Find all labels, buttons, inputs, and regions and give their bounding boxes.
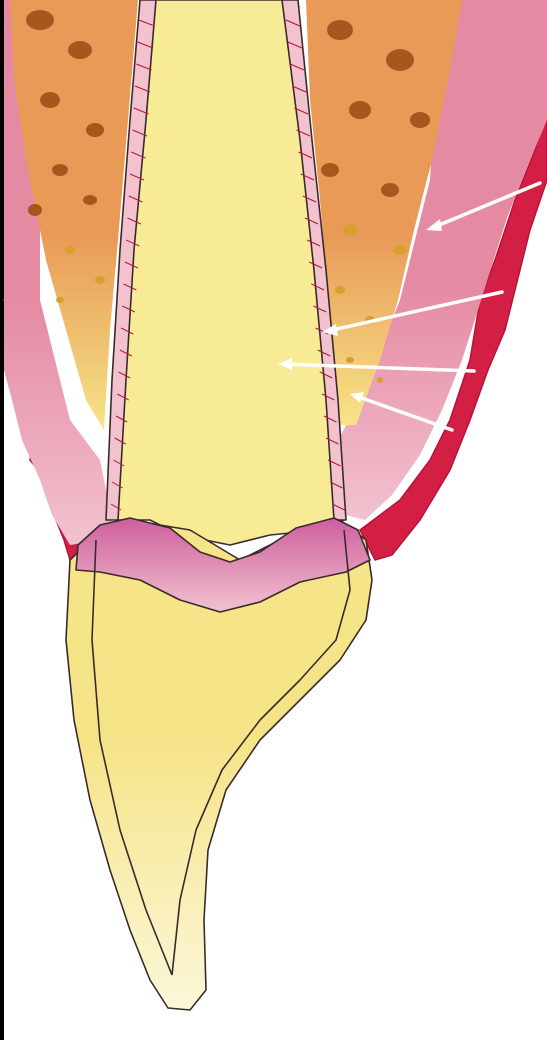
bone-spot	[343, 224, 357, 236]
bone-spot	[86, 123, 104, 137]
bone-spot	[335, 286, 345, 294]
bone-spot	[26, 10, 54, 30]
bone-spot	[83, 195, 97, 205]
bone-spot	[349, 101, 371, 119]
bone-spot	[52, 164, 68, 176]
bone-spot	[56, 297, 64, 303]
bone-spot	[65, 246, 75, 254]
left-border	[0, 0, 4, 1040]
bone-spot	[393, 245, 407, 255]
bone-spot	[40, 92, 60, 108]
bone-spot	[321, 163, 339, 177]
bone-spot	[386, 49, 414, 71]
bone-spot	[68, 41, 92, 59]
bone-spot	[95, 276, 105, 284]
bone-spot	[327, 20, 353, 40]
bone-spot	[28, 204, 42, 216]
bone-spot	[410, 112, 430, 128]
bone-spot	[377, 377, 383, 383]
bone-spot	[381, 183, 399, 197]
bone-spot	[346, 357, 354, 363]
